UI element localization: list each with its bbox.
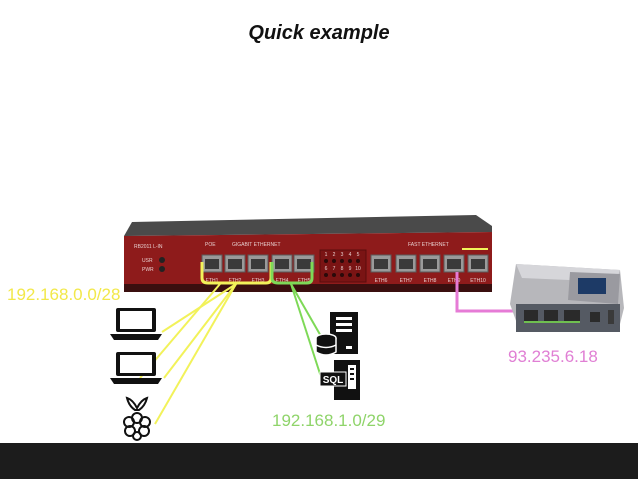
router-group-fast: FAST ETHERNET — [408, 242, 449, 248]
link-db-server — [290, 283, 323, 339]
ethernet-port — [370, 254, 392, 273]
port-label: ETH1 — [206, 278, 219, 284]
led-number: 3 — [341, 252, 344, 258]
port-led — [356, 273, 360, 277]
led-number: 8 — [341, 266, 344, 272]
router: RB2011 L-IN POE GIGABIT ETHERNET FAST ET… — [124, 215, 492, 292]
sql-label: SQL — [323, 375, 344, 386]
led-number: 9 — [349, 266, 352, 272]
sql-server-icon: SQL — [319, 360, 360, 400]
led-usr-label: USR — [142, 258, 153, 264]
raspberry-pi-icon — [123, 396, 151, 441]
laptop-icon — [110, 352, 162, 384]
port-label: ETH6 — [375, 278, 388, 284]
database-server-icon — [315, 312, 358, 356]
bottom-bar — [0, 443, 638, 479]
led-pwr-label: PWR — [142, 267, 154, 273]
led-number: 10 — [355, 266, 361, 272]
led-number: 4 — [349, 252, 352, 258]
ethernet-port — [224, 254, 246, 273]
router-model: RB2011 L-IN — [134, 244, 163, 250]
wan-ip-label: 93.235.6.18 — [508, 347, 598, 366]
led-number: 6 — [325, 266, 328, 272]
lan-servers-bracket — [270, 262, 314, 285]
ethernet-port — [443, 254, 465, 273]
lan-servers-links — [270, 262, 323, 381]
port-led — [348, 259, 352, 263]
ethernet-port — [419, 254, 441, 273]
router-group-poe: POE — [205, 242, 216, 248]
led-number: 7 — [333, 266, 336, 272]
laptop-icon — [110, 308, 162, 340]
wan-link — [455, 272, 513, 313]
lan-left-subnet-label: 192.168.0.0/28 — [7, 285, 121, 304]
led-number: 2 — [333, 252, 336, 258]
port-led — [332, 259, 336, 263]
slide-title: Quick example — [248, 22, 390, 44]
port-led — [324, 273, 328, 277]
led-number: 1 — [325, 252, 328, 258]
port-led — [348, 273, 352, 277]
link-sql-server — [290, 283, 323, 381]
ethernet-port — [271, 254, 293, 273]
port-label: ETH8 — [424, 278, 437, 284]
port-label: ETH9 — [448, 278, 461, 284]
link-raspberry — [154, 283, 237, 425]
ethernet-port — [293, 254, 315, 273]
voip-adapter-icon — [510, 264, 624, 332]
port-label: ETH2 — [229, 278, 242, 284]
port-label: ETH5 — [298, 278, 311, 284]
port-label: ETH10 — [470, 278, 486, 284]
port-label: ETH3 — [252, 278, 265, 284]
led-usr — [159, 257, 165, 263]
led-pwr — [159, 266, 165, 272]
port-led — [340, 259, 344, 263]
led-number: 5 — [357, 252, 360, 258]
router-group-gigabit: GIGABIT ETHERNET — [232, 242, 281, 248]
port-led — [332, 273, 336, 277]
port-led — [340, 273, 344, 277]
ethernet-port — [247, 254, 269, 273]
link-laptop-2 — [163, 283, 237, 379]
port-label: ETH4 — [276, 278, 289, 284]
port-label: ETH7 — [400, 278, 413, 284]
ethernet-port — [395, 254, 417, 273]
port-led — [324, 259, 328, 263]
port-led — [356, 259, 360, 263]
lan-servers-subnet-label: 192.168.1.0/29 — [272, 411, 386, 430]
ethernet-port — [467, 254, 489, 273]
ethernet-port — [201, 254, 223, 273]
